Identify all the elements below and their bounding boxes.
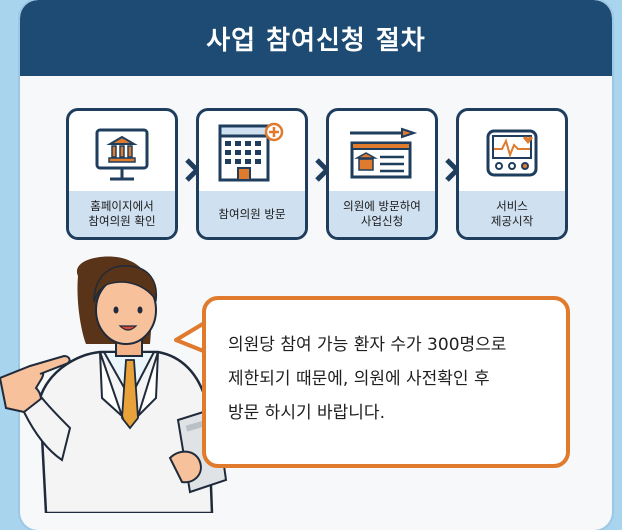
step-1-label: 홈페이지에서 참여의원 확인 xyxy=(69,191,175,237)
monitor-bank-icon xyxy=(69,111,175,195)
page-title: 사업 참여신청 절차 xyxy=(206,25,426,56)
steps-row: 홈페이지에서 참여의원 확인 xyxy=(66,108,568,242)
hospital-building-icon xyxy=(199,111,305,195)
doctor-illustration xyxy=(0,256,228,513)
step-4-label: 서비스 제공시작 xyxy=(459,191,565,237)
heart-monitor-icon xyxy=(459,111,565,195)
step-2-label: 참여의원 방문 xyxy=(199,191,305,237)
speech-bubble-tail xyxy=(174,320,208,354)
header-bar: 사업 참여신청 절차 xyxy=(20,0,612,76)
speech-bubble: 의원당 참여 가능 환자 수가 300명으로 제한되기 때문에, 의원에 사전확… xyxy=(202,296,570,468)
application-form-icon xyxy=(329,111,435,195)
step-1: 홈페이지에서 참여의원 확인 xyxy=(66,108,178,240)
procedure-card: 사업 참여신청 절차 홈페이지에서 참여의원 확인 xyxy=(20,0,612,530)
step-2: 참여의원 방문 xyxy=(196,108,308,240)
speech-text: 의원당 참여 가능 환자 수가 300명으로 제한되기 때문에, 의원에 사전확… xyxy=(228,335,507,423)
step-4: 서비스 제공시작 xyxy=(456,108,568,240)
step-3: 의원에 방문하여 사업신청 xyxy=(326,108,438,240)
step-3-label: 의원에 방문하여 사업신청 xyxy=(329,191,435,237)
